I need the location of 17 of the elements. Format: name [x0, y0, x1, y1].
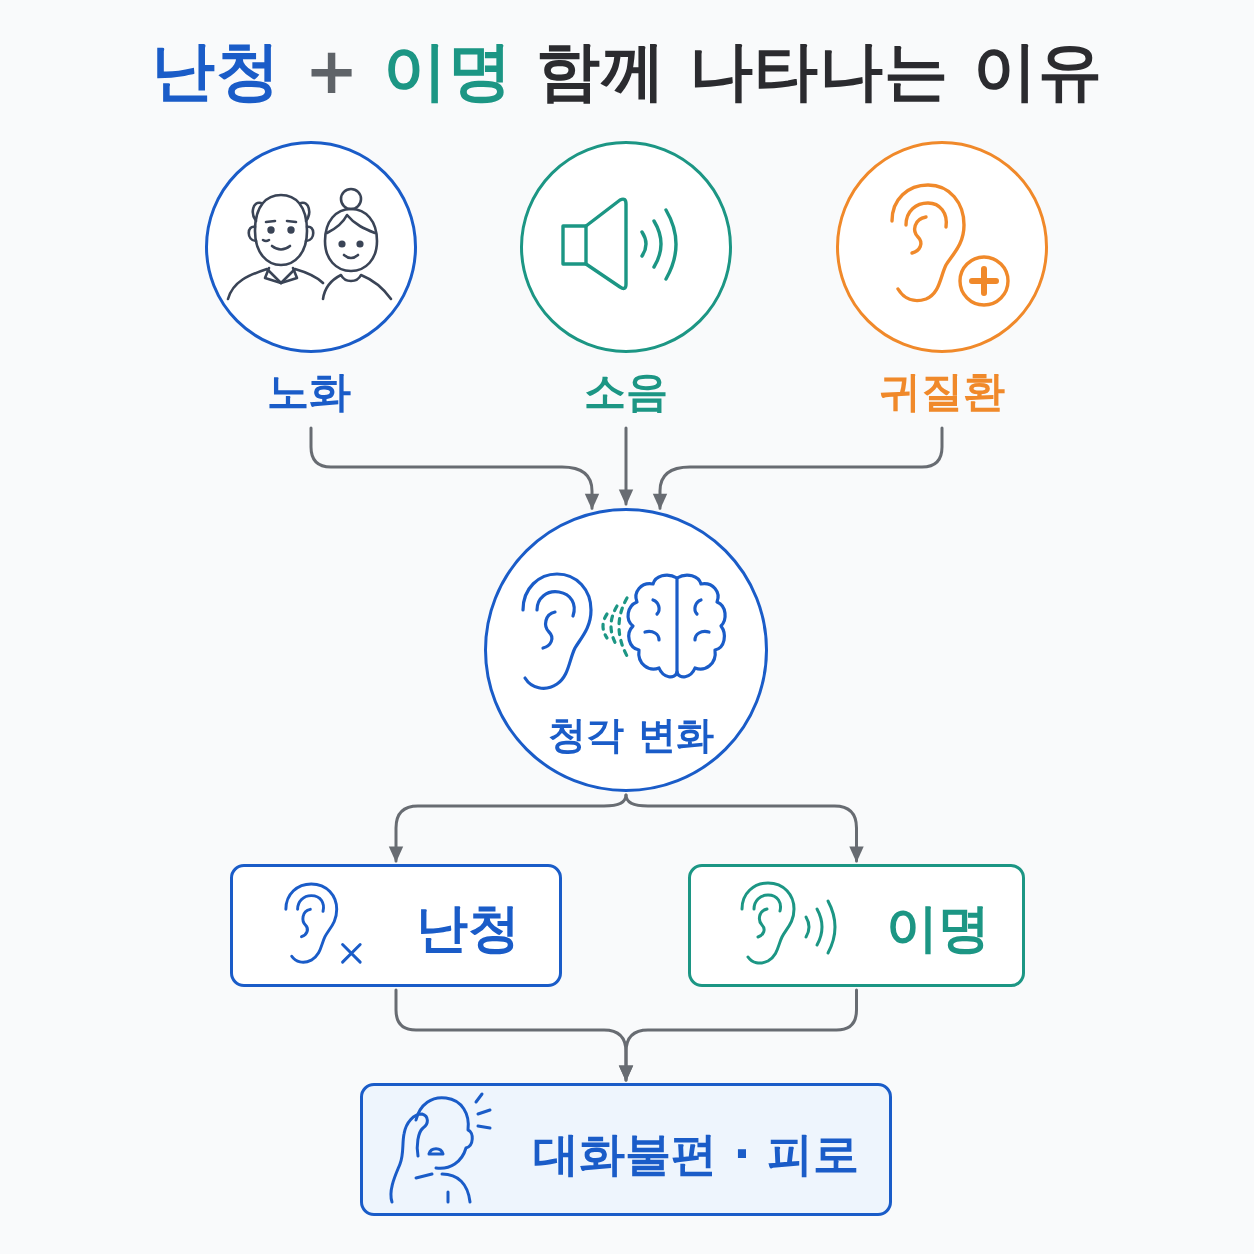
arrow — [624, 793, 864, 863]
rounded-box — [230, 864, 562, 987]
rounded-box — [360, 1083, 892, 1216]
node-label: 대화불편 · 피로 — [533, 1127, 859, 1181]
node-label: 귀질환 — [879, 367, 1005, 417]
arrow — [652, 426, 944, 510]
arrow — [309, 426, 600, 510]
arrow — [618, 426, 634, 506]
arrow — [618, 988, 858, 1082]
rounded-box — [688, 864, 1025, 987]
node-label: 소음 — [584, 367, 668, 417]
node-label: 난청 — [416, 899, 520, 959]
node-label: 청각 변화 — [548, 714, 714, 758]
node-label: 노화 — [267, 367, 351, 417]
title: 난청 + 이명 함께 나타나는 이유 — [151, 35, 1103, 109]
node-label: 이명 — [886, 899, 990, 959]
arrow — [388, 793, 628, 863]
